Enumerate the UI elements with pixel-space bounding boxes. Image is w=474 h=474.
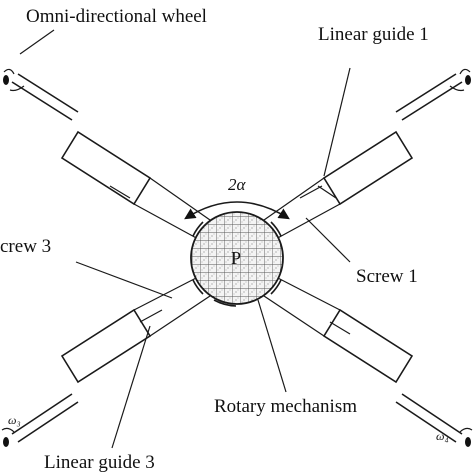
label-omni-wheel: Omni-directional wheel [26, 6, 207, 27]
label-screw-1: Screw 1 [356, 266, 418, 287]
label-center-p: P [231, 248, 241, 268]
rotary-mechanism [190, 211, 284, 307]
label-rotary-mechanism: Rotary mechanism [214, 396, 357, 417]
wheel-top-left [3, 68, 25, 92]
wheel-bottom-left [1, 427, 15, 447]
label-omega-3: ω₃ [8, 413, 21, 427]
label-linear-guide-1: Linear guide 1 [318, 24, 429, 45]
arm-upper-left [11, 73, 211, 241]
label-angle: 2α [228, 175, 247, 194]
angle-arc [184, 201, 290, 220]
arm-upper-right [263, 73, 463, 241]
label-linear-guide-3: Linear guide 3 [44, 452, 155, 473]
arm-lower-right [263, 275, 463, 443]
label-omega-4: ω₄ [436, 429, 449, 443]
arm-lower-left [11, 275, 211, 443]
wheel-top-right [449, 68, 471, 92]
leader-lines [19, 29, 351, 449]
label-screw-3: crew 3 [0, 236, 51, 257]
wheel-bottom-right [459, 427, 473, 447]
